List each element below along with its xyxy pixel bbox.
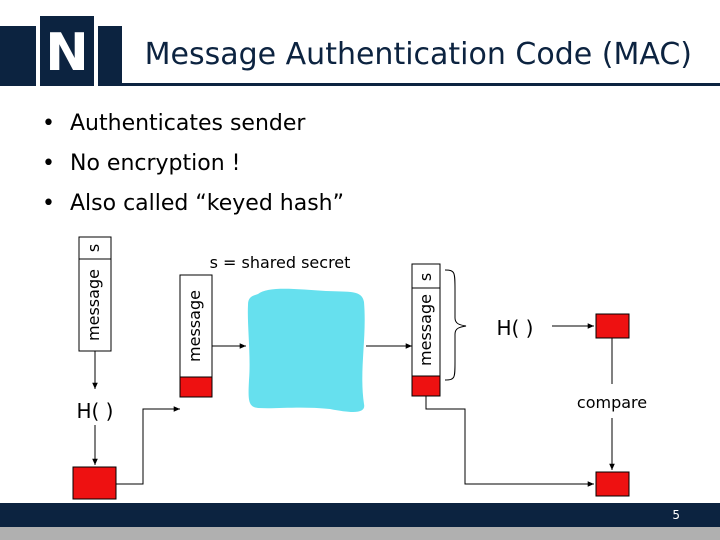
- bullet-text: No encryption !: [70, 151, 241, 176]
- page-number: 5: [672, 508, 680, 522]
- sender-stack: s message: [78, 236, 112, 352]
- bullet-marker: •: [42, 151, 55, 176]
- header-title-panel: [122, 26, 720, 83]
- sent-message-label: message: [185, 290, 204, 362]
- bullet-item: • No encryption !: [40, 148, 344, 188]
- sender-message-label: message: [84, 269, 103, 341]
- mac-digest-box-received: [595, 471, 630, 497]
- header-rule: [0, 83, 720, 86]
- mac-attach-line: [116, 406, 180, 485]
- footer-strip: [0, 527, 720, 540]
- bullet-text: Also called “keyed hash”: [70, 191, 345, 216]
- received-mac-line: [425, 396, 594, 487]
- hash-function-right: H( ): [496, 316, 533, 340]
- receiver-stack: s message: [411, 263, 441, 397]
- bullet-item: • Also called “keyed hash”: [40, 188, 344, 228]
- mac-digest-box-left: [72, 466, 117, 500]
- compare-label: compare: [577, 393, 647, 412]
- university-logo: N: [36, 12, 98, 90]
- bullet-list: • Authenticates sender • No encryption ! •…: [40, 108, 344, 228]
- page-title: Message Authentication Code (MAC): [144, 37, 692, 72]
- sent-message-stack: message: [179, 274, 213, 398]
- shared-secret-label: s = shared secret: [210, 253, 351, 272]
- hash-function-left: H( ): [76, 399, 113, 423]
- bullet-marker: •: [42, 191, 55, 216]
- hash-function-box-right: [480, 306, 550, 346]
- grouping-brace: [444, 269, 467, 381]
- bullet-text: Authenticates sender: [70, 111, 306, 136]
- mac-digest-box-computed: [595, 313, 630, 339]
- footer-bar: 5: [0, 503, 720, 527]
- receiver-secret-label: s: [416, 273, 435, 281]
- logo-letter: N: [45, 23, 89, 83]
- network-channel: [247, 288, 365, 412]
- bullet-marker: •: [42, 111, 55, 136]
- slide-header: N Message Authentication Code (MAC): [0, 0, 720, 98]
- slide-footer: 5: [0, 503, 720, 540]
- bullet-item: • Authenticates sender: [40, 108, 344, 148]
- sender-secret-label: s: [84, 244, 103, 252]
- receiver-message-label: message: [416, 294, 435, 366]
